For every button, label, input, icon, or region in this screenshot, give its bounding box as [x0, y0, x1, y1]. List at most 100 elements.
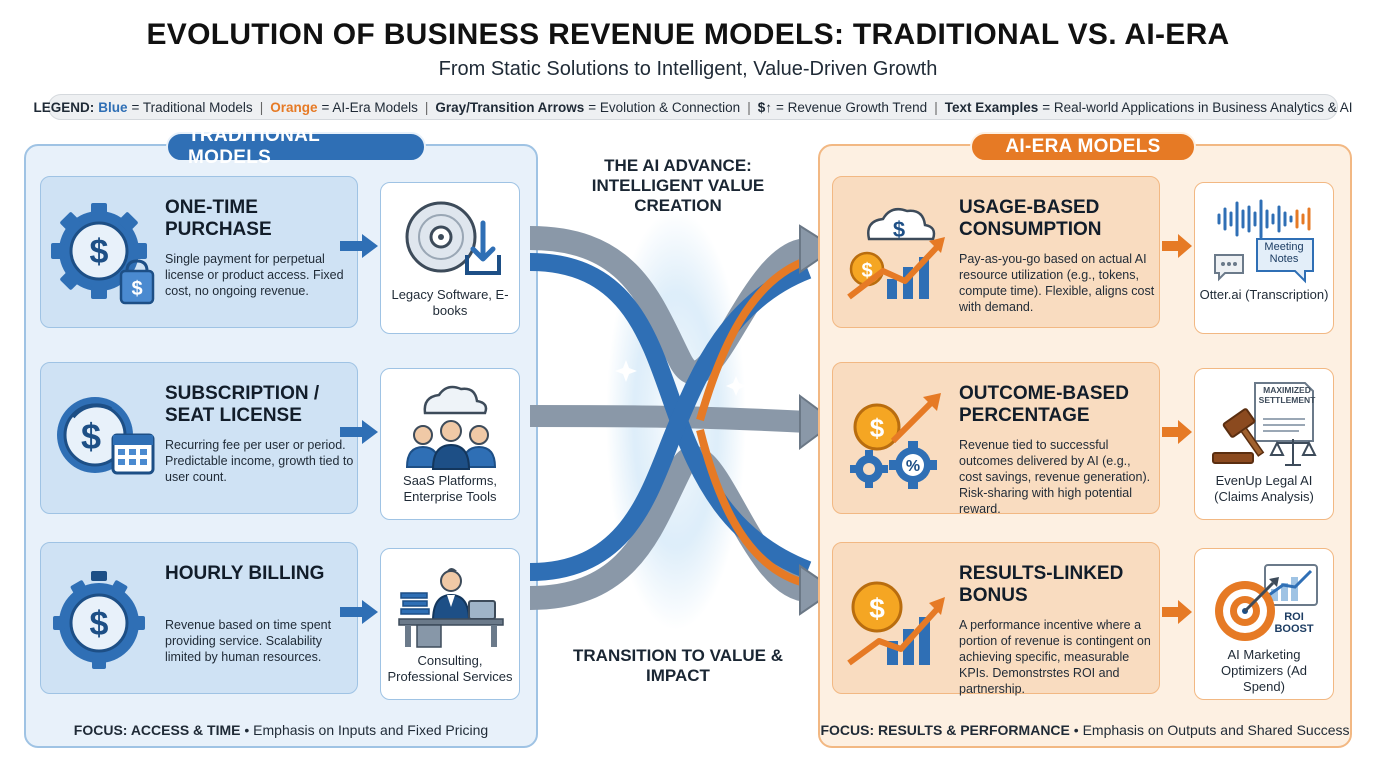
saas-label: SaaS Platforms, Enterprise Tools — [403, 473, 497, 504]
subscription-desc: Recurring fee per user or period. Predic… — [165, 438, 354, 484]
ai-focus: FOCUS: RESULTS & PERFORMANCE • Emphasis … — [820, 722, 1350, 738]
outcome-based-card: $ % OUTCOME-BASED PERCENTAGE Revenue tie… — [832, 362, 1160, 516]
dollar-stopwatch-icon: $ — [53, 571, 145, 669]
meeting-notes-badge: Meeting Notes — [1264, 241, 1304, 265]
transition-arrows — [529, 210, 837, 630]
disc-download-icon — [405, 201, 501, 275]
connector-arrow-icon — [1162, 420, 1192, 444]
connector-arrow-icon — [1162, 600, 1192, 624]
results-linked-desc: A performance incentive where a portion … — [959, 618, 1151, 696]
cloud-users-icon — [405, 385, 497, 470]
svg-text:$: $ — [90, 233, 109, 271]
svg-text:$: $ — [81, 416, 101, 457]
svg-text:$: $ — [861, 260, 872, 282]
legend-label: LEGEND: — [33, 99, 95, 115]
legend-separator: | — [259, 99, 264, 115]
ai-panel-title: AI-ERA MODELS — [970, 132, 1196, 162]
legend-blue-term: Blue — [98, 99, 128, 115]
one-time-purchase-card: $ $ ONE-TIME PURCHASE Single payment for… — [40, 176, 358, 328]
page-subtitle: From Static Solutions to Intelligent, Va… — [438, 58, 938, 80]
legacy-software-label: Legacy Software, E-books — [391, 287, 509, 318]
page-title: EVOLUTION OF BUSINESS REVENUE MODELS: TR… — [146, 18, 1230, 51]
svg-text:$: $ — [869, 593, 885, 624]
legend: LEGEND: Blue = Traditional Models | Oran… — [33, 94, 1353, 120]
legend-trend-desc: = Revenue Growth Trend — [775, 99, 928, 115]
traditional-focus: FOCUS: ACCESS & TIME • Emphasis on Input… — [26, 722, 536, 738]
transition-label: TRANSITION TO VALUE & IMPACT — [573, 646, 783, 685]
traditional-focus-desc: • Emphasis on Inputs and Fixed Pricing — [244, 722, 489, 738]
connector-arrow-icon — [340, 234, 378, 258]
coin-gear-percent-icon: $ % — [850, 393, 941, 489]
dollar-clock-calendar-icon: $ — [57, 397, 155, 475]
evenup-example-card: MAXIMIZED SETTLEMENT EvenUp Legal AI (Cl… — [1194, 368, 1334, 520]
ai-focus-desc: • Emphasis on Outputs and Shared Success — [1073, 722, 1350, 738]
legend-examples-term: Text Examples — [944, 99, 1039, 115]
legend-examples-desc: = Real-world Applications in Business An… — [1042, 99, 1353, 115]
outcome-based-title: OUTCOME-BASED PERCENTAGE — [959, 383, 1129, 426]
usage-based-title: USAGE-BASED CONSUMPTION — [959, 197, 1102, 240]
evenup-label: EvenUp Legal AI (Claims Analysis) — [1214, 473, 1314, 504]
one-time-purchase-desc: Single payment for perpetual license or … — [165, 252, 344, 298]
target-roi-icon — [1215, 564, 1318, 641]
traditional-panel-title: TRADITIONAL MODELS — [166, 125, 426, 168]
traditional-models-panel: TRADITIONAL MODELS $ $ ONE-TIME PURCH — [24, 125, 538, 748]
cloud-growth-chart-icon: $ $ — [847, 208, 945, 300]
legacy-software-example-card: Legacy Software, E-books — [380, 182, 520, 334]
arrowhead-bottom — [799, 564, 837, 616]
maximized-settlement-badge: MAXIMIZED SETTLEMENT — [1258, 385, 1316, 405]
subscription-card: $ SUBSCRIPTION / SEAT LICENSE Recurring … — [40, 362, 358, 514]
ai-advance-label: THE AI ADVANCE: INTELLIGENT VALUE CREATI… — [591, 156, 765, 215]
svg-text:$: $ — [131, 278, 142, 300]
orange-streak-bottom — [696, 429, 809, 588]
legend-trend-term: $↑ — [757, 99, 772, 115]
usage-based-card: $ $ USAGE-BASED CONSUMPTION Pay-as-you-g… — [832, 176, 1160, 328]
traditional-focus-label: FOCUS: ACCESS & TIME — [73, 722, 241, 738]
legend-gray-desc: = Evolution & Connection — [588, 99, 741, 115]
ai-marketing-label: AI Marketing Optimizers (Ad Spend) — [1221, 647, 1307, 694]
ai-era-models-panel: AI-ERA MODELS $ $ USAGE-BASED CONSUMPTIO… — [818, 132, 1352, 748]
otter-example-card: Meeting Notes Otter.ai (Transcription) — [1194, 182, 1334, 334]
svg-text:%: % — [906, 458, 920, 475]
legend-gray-term: Gray/Transition Arrows — [435, 99, 585, 115]
legend-orange-term: Orange — [270, 99, 318, 115]
sparkle-icon — [726, 376, 746, 396]
arrowhead-middle — [799, 394, 837, 450]
dollar-gear-bag-icon: $ $ — [51, 203, 155, 305]
gray-transition-arrow-top — [529, 226, 810, 385]
otter-label: Otter.ai (Transcription) — [1199, 287, 1329, 302]
saas-example-card: SaaS Platforms, Enterprise Tools — [380, 368, 520, 520]
ai-focus-label: FOCUS: RESULTS & PERFORMANCE — [820, 722, 1070, 738]
ai-marketing-example-card: ROI BOOST AI Marketing Optimizers (Ad Sp… — [1194, 548, 1334, 700]
legend-separator: | — [934, 99, 938, 115]
sparkle-icon — [615, 360, 637, 382]
consulting-example-card: Consulting, Professional Services — [380, 548, 520, 700]
svg-text:$: $ — [90, 605, 109, 643]
roi-boost-badge: ROI BOOST — [1274, 611, 1314, 635]
usage-based-desc: Pay-as-you-go based on actual AI resourc… — [959, 252, 1155, 314]
subscription-title: SUBSCRIPTION / SEAT LICENSE — [165, 383, 320, 426]
hourly-billing-title: HOURLY BILLING — [165, 563, 325, 584]
connector-arrow-icon — [1162, 234, 1192, 258]
arrowhead-top — [799, 224, 837, 274]
hourly-billing-desc: Revenue based on time spent providing se… — [165, 618, 332, 664]
connector-arrow-icon — [340, 600, 378, 624]
gavel-scales-icon — [1212, 382, 1317, 466]
outcome-based-desc: Revenue tied to successful outcomes deli… — [959, 438, 1151, 516]
hourly-billing-card: $ HOURLY BILLING Revenue based on time s… — [40, 542, 358, 694]
gray-transition-arrow-middle — [529, 405, 809, 433]
orange-streak-top — [696, 256, 810, 422]
consulting-label: Consulting, Professional Services — [387, 653, 513, 684]
coin-bar-growth-icon: $ — [847, 581, 945, 666]
legend-orange-desc: = AI-Era Models — [321, 99, 418, 115]
svg-text:$: $ — [870, 413, 885, 443]
svg-text:$: $ — [893, 217, 905, 242]
connector-arrow-icon — [340, 420, 378, 444]
one-time-purchase-title: ONE-TIME PURCHASE — [165, 197, 272, 240]
legend-separator: | — [747, 99, 751, 115]
legend-blue-desc: = Traditional Models — [131, 99, 253, 115]
results-linked-card: $ RESULTS-LINKED BONUS A performance inc… — [832, 542, 1160, 696]
results-linked-title: RESULTS-LINKED BONUS — [959, 563, 1124, 606]
soundwave-chat-icon — [1214, 199, 1314, 284]
legend-separator: | — [424, 99, 429, 115]
consultant-desk-icon — [398, 568, 504, 648]
